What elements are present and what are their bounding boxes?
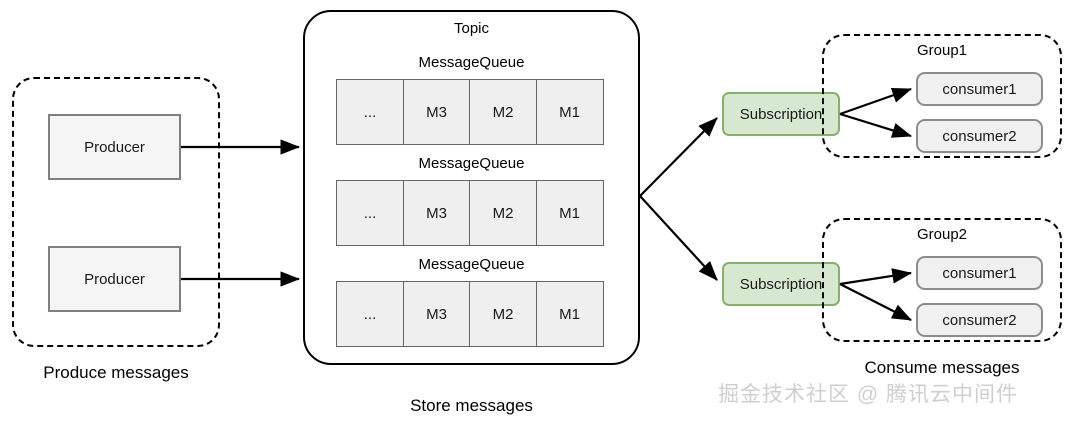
producer-box-2: Producer [48,246,181,312]
group1-container [822,34,1062,158]
queue-cell: ... [336,281,404,347]
message-queue-label-1: MessageQueue [418,54,525,71]
store-messages-caption: Store messages [410,396,533,415]
group1-consumer-1: consumer1 [916,72,1043,106]
subscription-box-2: Subscription [722,262,840,306]
produce-messages-container [12,77,220,347]
group1-label: Group1 [916,42,968,59]
queue-cell: M1 [535,281,604,347]
queue-cell: M3 [402,281,471,347]
arrow-topic-to-subscription1 [639,117,718,197]
message-queue-row-3: ... M3 M2 M1 [336,281,607,347]
watermark-text: 掘金技术社区 @ 腾讯云中间件 [718,383,1018,406]
consumer-label: consumer2 [942,127,1017,145]
group2-consumer-1: consumer1 [916,256,1043,290]
group1-consumer-2: consumer2 [916,119,1043,153]
topic-title: Topic [453,20,490,37]
consume-messages-caption: Consume messages [864,358,1020,377]
queue-cell: M2 [469,281,537,347]
message-queue-row-1: ... M3 M2 M1 [336,79,607,145]
queue-cell: M1 [535,180,604,246]
group2-container [822,218,1062,342]
producer-label: Producer [84,138,145,156]
group2-label: Group2 [916,226,968,243]
queue-cell: M2 [469,79,537,145]
consumer-label: consumer2 [942,311,1017,329]
queue-cell: ... [336,180,404,246]
message-queue-label-3: MessageQueue [418,256,525,273]
producer-box-1: Producer [48,114,181,180]
group2-consumer-2: consumer2 [916,303,1043,337]
queue-cell: M2 [469,180,537,246]
consumer-label: consumer1 [942,264,1017,282]
message-queue-label-2: MessageQueue [418,155,525,172]
subscription-label: Subscription [739,105,823,123]
message-queue-row-2: ... M3 M2 M1 [336,180,607,246]
consumer-label: consumer1 [942,80,1017,98]
queue-cell: M1 [535,79,604,145]
producer-label: Producer [84,270,145,288]
arrow-topic-to-subscription2 [639,195,718,281]
queue-cell: ... [336,79,404,145]
produce-messages-caption: Produce messages [43,363,189,382]
subscription-box-1: Subscription [722,92,840,136]
queue-cell: M3 [402,180,471,246]
queue-cell: M3 [402,79,471,145]
subscription-label: Subscription [739,275,823,293]
